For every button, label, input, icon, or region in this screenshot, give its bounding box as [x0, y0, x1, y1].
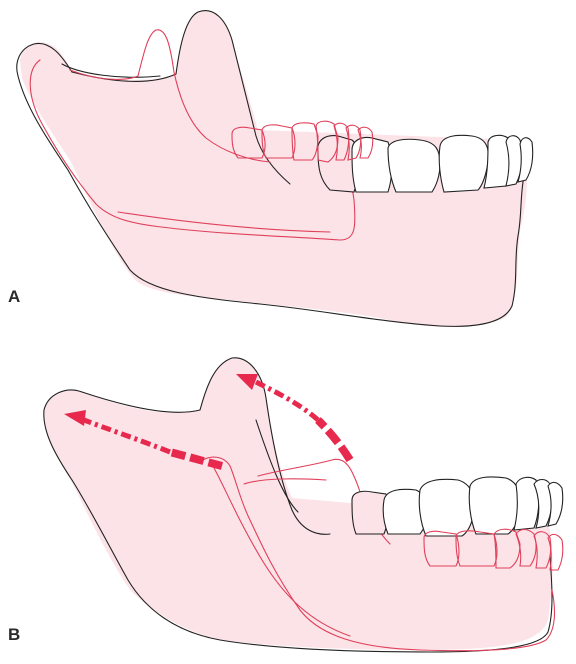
panel-a-label: A — [8, 287, 20, 306]
panel-a: A — [8, 11, 533, 327]
panel-b: B — [8, 358, 563, 652]
panel-b-teeth-black — [352, 477, 563, 536]
panel-a-teeth-black — [318, 135, 533, 192]
panel-b-label: B — [8, 625, 20, 644]
